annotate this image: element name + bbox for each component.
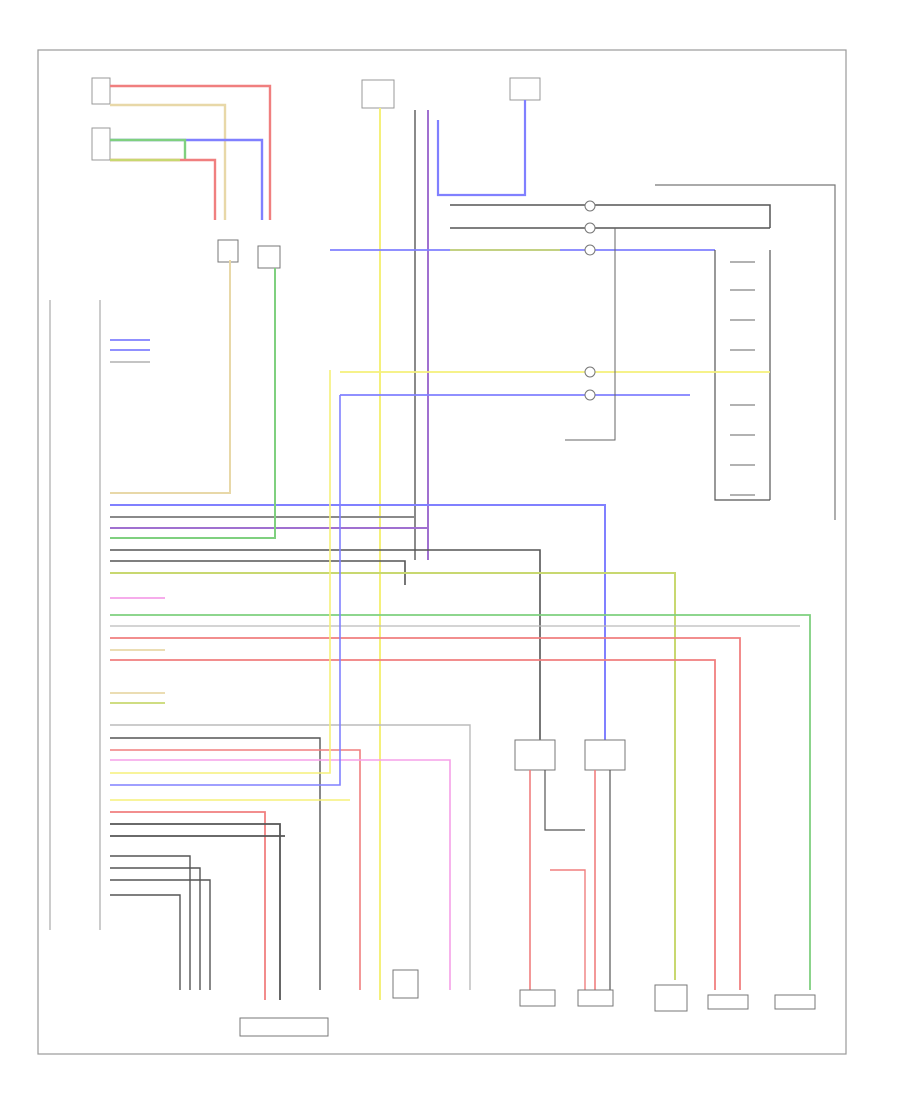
switch-block	[330, 184, 836, 520]
top-left-connectors	[91, 77, 281, 269]
top-connectors	[361, 77, 541, 1000]
audio-unit-terminals	[49, 260, 811, 1000]
diagram-frame	[37, 49, 847, 1055]
relays	[514, 739, 626, 990]
bottom-components	[239, 969, 816, 1037]
